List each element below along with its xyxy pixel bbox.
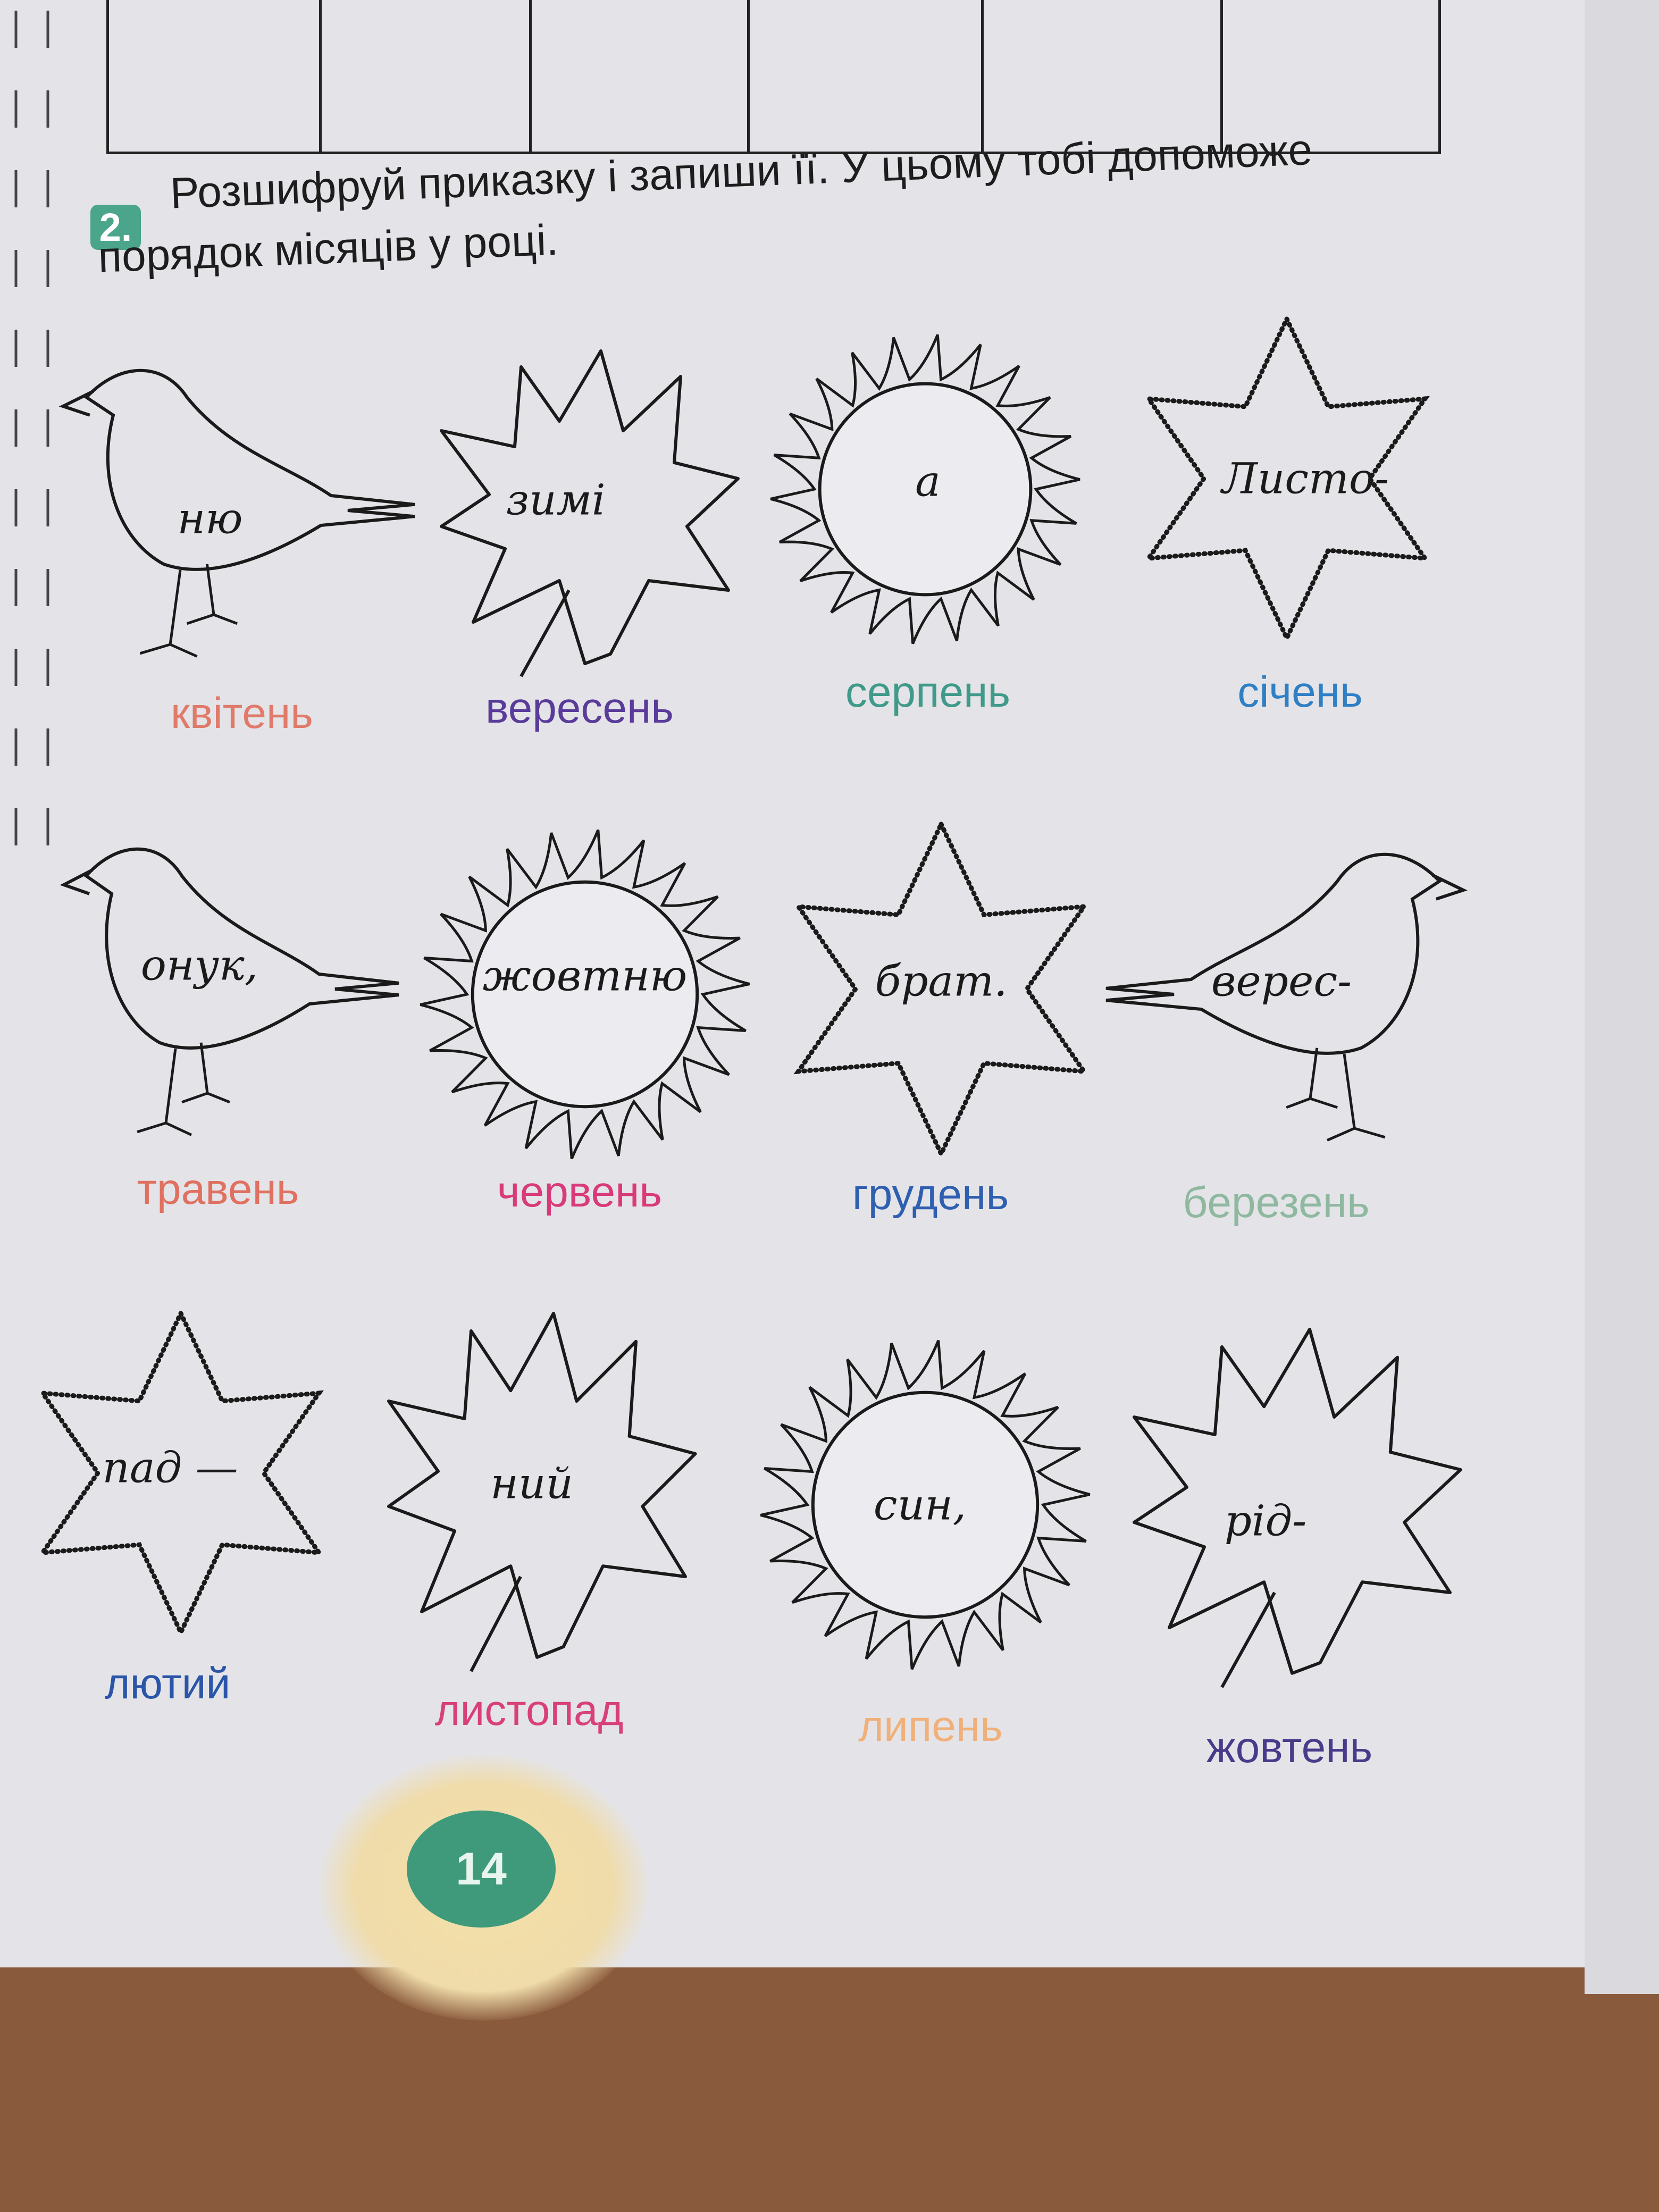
picture-card-bird bbox=[58, 362, 415, 659]
leaf-stem bbox=[470, 1576, 522, 1672]
previous-exercise-table bbox=[106, 0, 1441, 154]
bird-icon bbox=[58, 368, 415, 658]
snowflake-icon bbox=[38, 1308, 324, 1638]
month-label: березень bbox=[1183, 1178, 1370, 1227]
maple-leaf-outline bbox=[387, 1312, 697, 1659]
syllable-word: рід- bbox=[1224, 1496, 1307, 1546]
picture-card-sun bbox=[409, 814, 760, 1175]
syllable-word: син, bbox=[873, 1480, 967, 1530]
table-divider bbox=[747, 0, 750, 152]
maple-leaf-outline bbox=[1133, 1328, 1462, 1675]
bird-beak bbox=[1432, 874, 1468, 901]
sun-icon bbox=[760, 1339, 1091, 1670]
leaf-stem bbox=[1220, 1591, 1276, 1688]
bird-legs bbox=[1286, 1048, 1386, 1142]
picture-card-snowflake bbox=[1122, 313, 1452, 644]
syllable-word: жовтню bbox=[482, 951, 688, 1001]
page-number: 14 bbox=[407, 1811, 556, 1928]
sun-disc bbox=[818, 382, 1033, 597]
picture-card-leaf bbox=[425, 349, 744, 677]
picture-card-sun bbox=[760, 308, 1090, 670]
workbook-page: 2. Розшифруй приказку і запиши її. У цьо… bbox=[0, 0, 1588, 2021]
leaf-icon bbox=[387, 1312, 697, 1672]
snowflake-outline bbox=[793, 818, 1089, 1160]
syllable-word: ний bbox=[490, 1459, 573, 1509]
picture-card-bird bbox=[60, 840, 399, 1138]
bird-legs bbox=[139, 564, 238, 658]
picture-card-leaf bbox=[1117, 1328, 1468, 1688]
month-label: лютий bbox=[104, 1660, 231, 1708]
month-label: листопад bbox=[434, 1686, 624, 1735]
month-label: січень bbox=[1237, 668, 1363, 716]
syllable-word: зимі bbox=[506, 475, 606, 525]
bird-icon bbox=[1105, 852, 1468, 1142]
month-label: липень bbox=[858, 1702, 1003, 1750]
sun-rays bbox=[420, 829, 750, 1160]
snowflake-icon bbox=[793, 818, 1089, 1160]
month-label: вересень bbox=[485, 684, 674, 732]
syllable-word: брат. bbox=[875, 956, 1008, 1006]
table-divider bbox=[319, 0, 322, 152]
bird-body-outline bbox=[1105, 852, 1442, 1055]
task-number-badge: 2. bbox=[90, 205, 141, 250]
leaf-stem bbox=[520, 589, 571, 677]
snowflake-icon bbox=[1144, 313, 1430, 644]
syllable-word: пад — bbox=[102, 1443, 238, 1493]
syllable-word: верес- bbox=[1211, 956, 1352, 1006]
leaf-icon bbox=[440, 349, 740, 677]
month-label: серпень bbox=[845, 668, 1011, 716]
leaf-icon bbox=[1133, 1328, 1462, 1688]
sun-rays bbox=[770, 334, 1080, 644]
snowflake-outline bbox=[1144, 313, 1430, 644]
month-label: квітень bbox=[171, 689, 313, 738]
picture-card-snowflake bbox=[21, 1308, 340, 1638]
snowflake-outline bbox=[38, 1308, 324, 1638]
syllable-word: ню bbox=[177, 493, 243, 543]
syllable-word: а bbox=[915, 456, 941, 506]
table-divider bbox=[981, 0, 984, 152]
sun-disc bbox=[471, 880, 699, 1109]
bird-beak bbox=[60, 868, 94, 895]
picture-card-bird bbox=[1105, 845, 1468, 1143]
picture-card-snowflake bbox=[776, 818, 1106, 1160]
month-label: грудень bbox=[852, 1170, 1009, 1219]
sun-rays bbox=[760, 1339, 1091, 1670]
sun-icon bbox=[770, 334, 1080, 644]
sun-disc bbox=[811, 1390, 1040, 1619]
maple-leaf-outline bbox=[440, 349, 740, 665]
sun-icon bbox=[420, 829, 750, 1160]
bird-body-outline bbox=[83, 847, 399, 1050]
bird-icon bbox=[60, 847, 399, 1136]
syllable-word: Листо- bbox=[1221, 454, 1389, 504]
bird-beak bbox=[58, 390, 94, 417]
picture-card-leaf bbox=[372, 1312, 702, 1672]
month-label: жовтень bbox=[1206, 1723, 1373, 1772]
bird-body-outline bbox=[83, 368, 415, 571]
table-divider bbox=[1220, 0, 1223, 152]
binding-marks bbox=[14, 11, 49, 845]
bird-legs bbox=[137, 1042, 230, 1136]
table-divider bbox=[529, 0, 532, 152]
next-page-edge bbox=[1585, 0, 1659, 1994]
month-label: травень bbox=[137, 1165, 299, 1213]
syllable-word: онук, bbox=[140, 940, 258, 990]
month-label: червень bbox=[497, 1168, 663, 1216]
picture-card-sun bbox=[750, 1319, 1101, 1691]
